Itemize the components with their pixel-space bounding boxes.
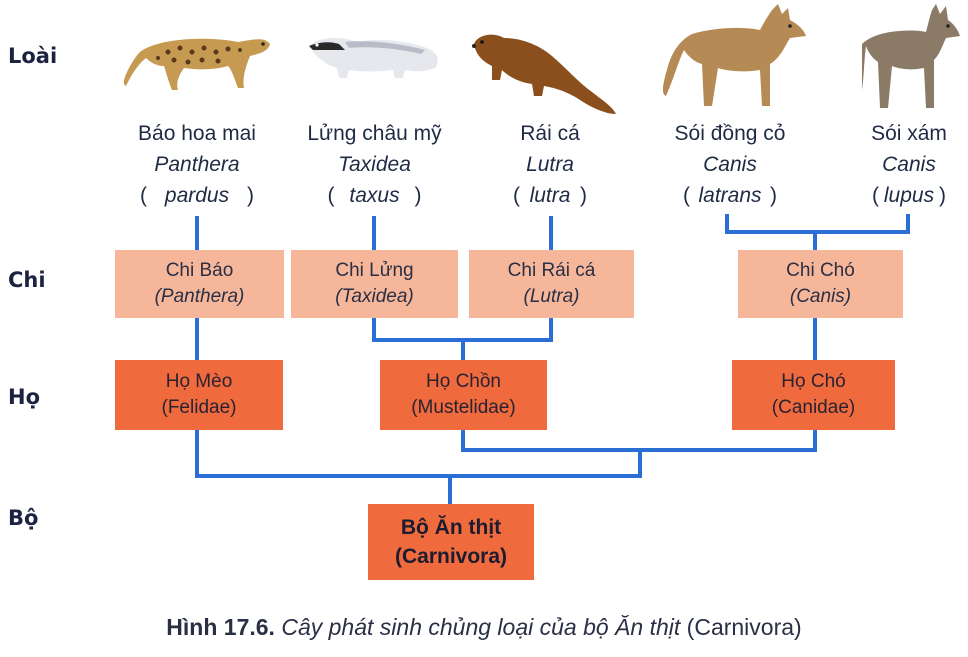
species-common-name: Sói xám: [871, 122, 947, 145]
rank-label-family: Họ: [8, 385, 41, 409]
connector-line: [461, 430, 465, 452]
species-scientific-name: (Lutra lutra): [513, 153, 587, 207]
order-scientific: (Carnivora): [394, 545, 508, 568]
connector-line: [195, 216, 199, 250]
family-scientific: (Canidae): [771, 397, 856, 418]
caption-suffix: (Carnivora): [686, 614, 802, 640]
connector-line: [813, 318, 817, 360]
connector-line: [372, 216, 376, 250]
genus-label: Chi Rái cá: [507, 260, 596, 281]
species-scientific-name: (Taxidea taxus): [327, 153, 422, 207]
rank-label-genus: Chi: [8, 268, 46, 292]
figure-caption: Hình 17.6. Cây phát sinh chủng loại của …: [0, 614, 968, 641]
genus-box-lutra: Chi Rái cá (Lutra): [469, 250, 634, 318]
family-scientific: (Felidae): [161, 397, 237, 418]
connector-line: [195, 430, 199, 478]
genus-box-taxidea: Chi Lửng (Taxidea): [291, 250, 458, 318]
leopard-icon: [123, 38, 270, 90]
rank-label-species: Loài: [8, 44, 58, 68]
coyote-icon: [662, 4, 806, 106]
genus-label: Chi Lửng: [335, 260, 414, 281]
species-common-name: Rái cá: [520, 122, 580, 145]
species-scientific-name: (Canis latrans): [683, 153, 777, 207]
species-label-leopard: Báo hoa mai (Panthera pardus): [112, 118, 282, 211]
connector-line: [195, 318, 199, 360]
connector-line: [813, 230, 817, 250]
species-common-name: Sói đồng cỏ: [674, 122, 786, 145]
connector-line: [372, 318, 376, 342]
connector-line: [725, 214, 729, 234]
genus-box-panthera: Chi Báo (Panthera): [115, 250, 284, 318]
otter-icon: [472, 34, 616, 114]
family-box-canidae: Họ Chó (Canidae): [732, 360, 895, 430]
family-box-felidae: Họ Mèo (Felidae): [115, 360, 283, 430]
family-scientific: (Mustelidae): [411, 397, 516, 418]
connector-line: [448, 474, 452, 504]
family-label: Họ Mèo: [165, 371, 233, 392]
genus-scientific: (Panthera): [154, 286, 245, 307]
genus-scientific: (Canis): [789, 286, 852, 307]
connector-line: [461, 338, 465, 360]
connector-line: [195, 474, 642, 478]
family-label: Họ Chồn: [426, 371, 501, 392]
genus-scientific: (Taxidea): [335, 286, 414, 307]
genus-scientific: (Lutra): [523, 286, 580, 307]
species-common-name: Báo hoa mai: [138, 122, 256, 145]
species-scientific-name: (Panthera pardus): [140, 153, 254, 207]
caption-number: Hình 17.6.: [166, 614, 275, 640]
genus-label: Chi Báo: [165, 260, 234, 281]
species-label-badger: Lửng châu mỹ (Taxidea taxus): [292, 118, 457, 211]
family-label: Họ Chó: [781, 371, 846, 392]
connector-line: [549, 216, 553, 250]
order-box-carnivora: Bộ Ăn thịt (Carnivora): [368, 504, 534, 580]
badger-icon: [309, 37, 438, 78]
connector-line: [725, 230, 910, 234]
genus-box-canis: Chi Chó (Canis): [738, 250, 903, 318]
genus-label: Chi Chó: [786, 260, 855, 281]
gray-wolf-icon: [862, 4, 960, 108]
connector-line: [906, 214, 910, 234]
connector-line: [813, 430, 817, 452]
species-label-otter: Rái cá (Lutra lutra): [490, 118, 610, 211]
order-label: Bộ Ăn thịt: [400, 516, 502, 539]
species-label-gray-wolf: Sói xám (Canis lupus): [850, 118, 968, 211]
species-label-coyote: Sói đồng cỏ (Canis latrans): [650, 118, 810, 211]
species-scientific-name: (Canis lupus): [872, 153, 946, 207]
species-common-name: Lửng châu mỹ: [307, 122, 442, 145]
connector-line: [549, 318, 553, 342]
caption-text: Cây phát sinh chủng loại của bộ Ăn thịt: [281, 614, 681, 640]
connector-line: [638, 448, 642, 478]
family-box-mustelidae: Họ Chồn (Mustelidae): [380, 360, 547, 430]
rank-label-order: Bộ: [8, 506, 39, 530]
